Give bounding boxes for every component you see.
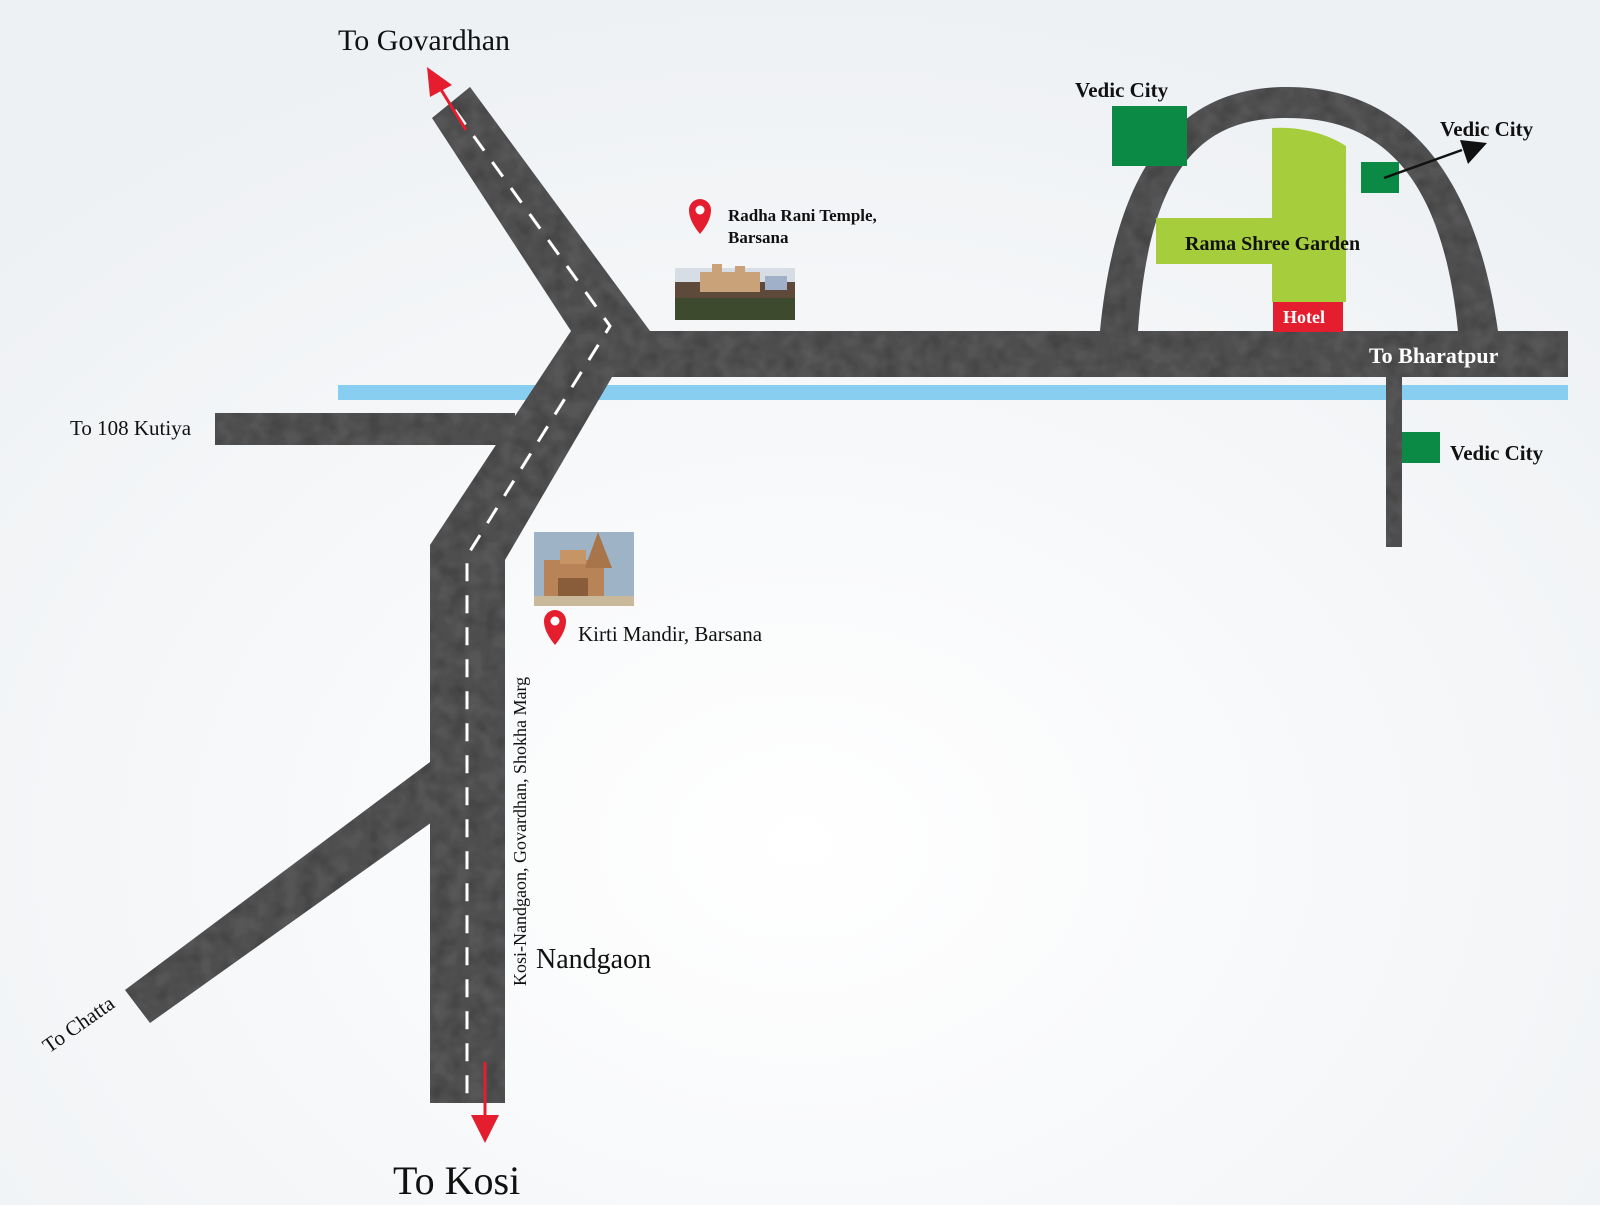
- road-vedic-spur: [1386, 377, 1402, 547]
- label-to-kosi: To Kosi: [393, 1158, 521, 1203]
- roads: [125, 87, 1568, 1103]
- label-hotel: Hotel: [1283, 307, 1325, 327]
- label-kirti-mandir: Kirti Mandir, Barsana: [578, 622, 763, 646]
- vedic-city-block-lower: [1402, 432, 1440, 463]
- lane-markings: [453, 109, 612, 1100]
- arrow-black: [1383, 140, 1487, 180]
- label-radha-rani-line1: Radha Rani Temple,: [728, 206, 877, 225]
- label-main-road: Kosi-Nandgaon, Govardhan, Shokha Marg: [510, 676, 530, 986]
- road-108-kutiya: [215, 413, 515, 445]
- label-to-bharatpur: To Bharatpur: [1369, 343, 1499, 368]
- label-rama-shree-garden: Rama Shree Garden: [1185, 233, 1361, 255]
- label-vedic-city-lower: Vedic City: [1450, 441, 1544, 465]
- label-radha-rani-line2: Barsana: [728, 228, 789, 247]
- label-to-govardhan: To Govardhan: [338, 24, 511, 57]
- map-pin-icon: [689, 199, 711, 234]
- arrow-up-red: [427, 67, 468, 131]
- vedic-city-block-top: [1112, 106, 1187, 166]
- road-arch: [1100, 87, 1498, 331]
- garden-connector: [1156, 218, 1346, 264]
- label-vedic-city-top: Vedic City: [1075, 78, 1169, 102]
- arrow-down-red: [471, 1062, 499, 1143]
- label-nandgaon: Nandgaon: [536, 944, 652, 975]
- radha-rani-temple-image: [675, 264, 795, 320]
- label-to-108-kutiya: To 108 Kutiya: [70, 416, 192, 440]
- road-bharatpur: [612, 331, 1568, 377]
- road-main: [430, 87, 650, 1103]
- canal: [338, 385, 1568, 400]
- hotel-marker: [1273, 302, 1343, 332]
- vedic-city-block-right: [1361, 162, 1399, 193]
- map-pin-icon: [544, 610, 566, 645]
- label-vedic-city-right: Vedic City: [1440, 117, 1534, 141]
- kirti-mandir-image: [534, 532, 634, 606]
- road-chatta: [125, 762, 432, 1023]
